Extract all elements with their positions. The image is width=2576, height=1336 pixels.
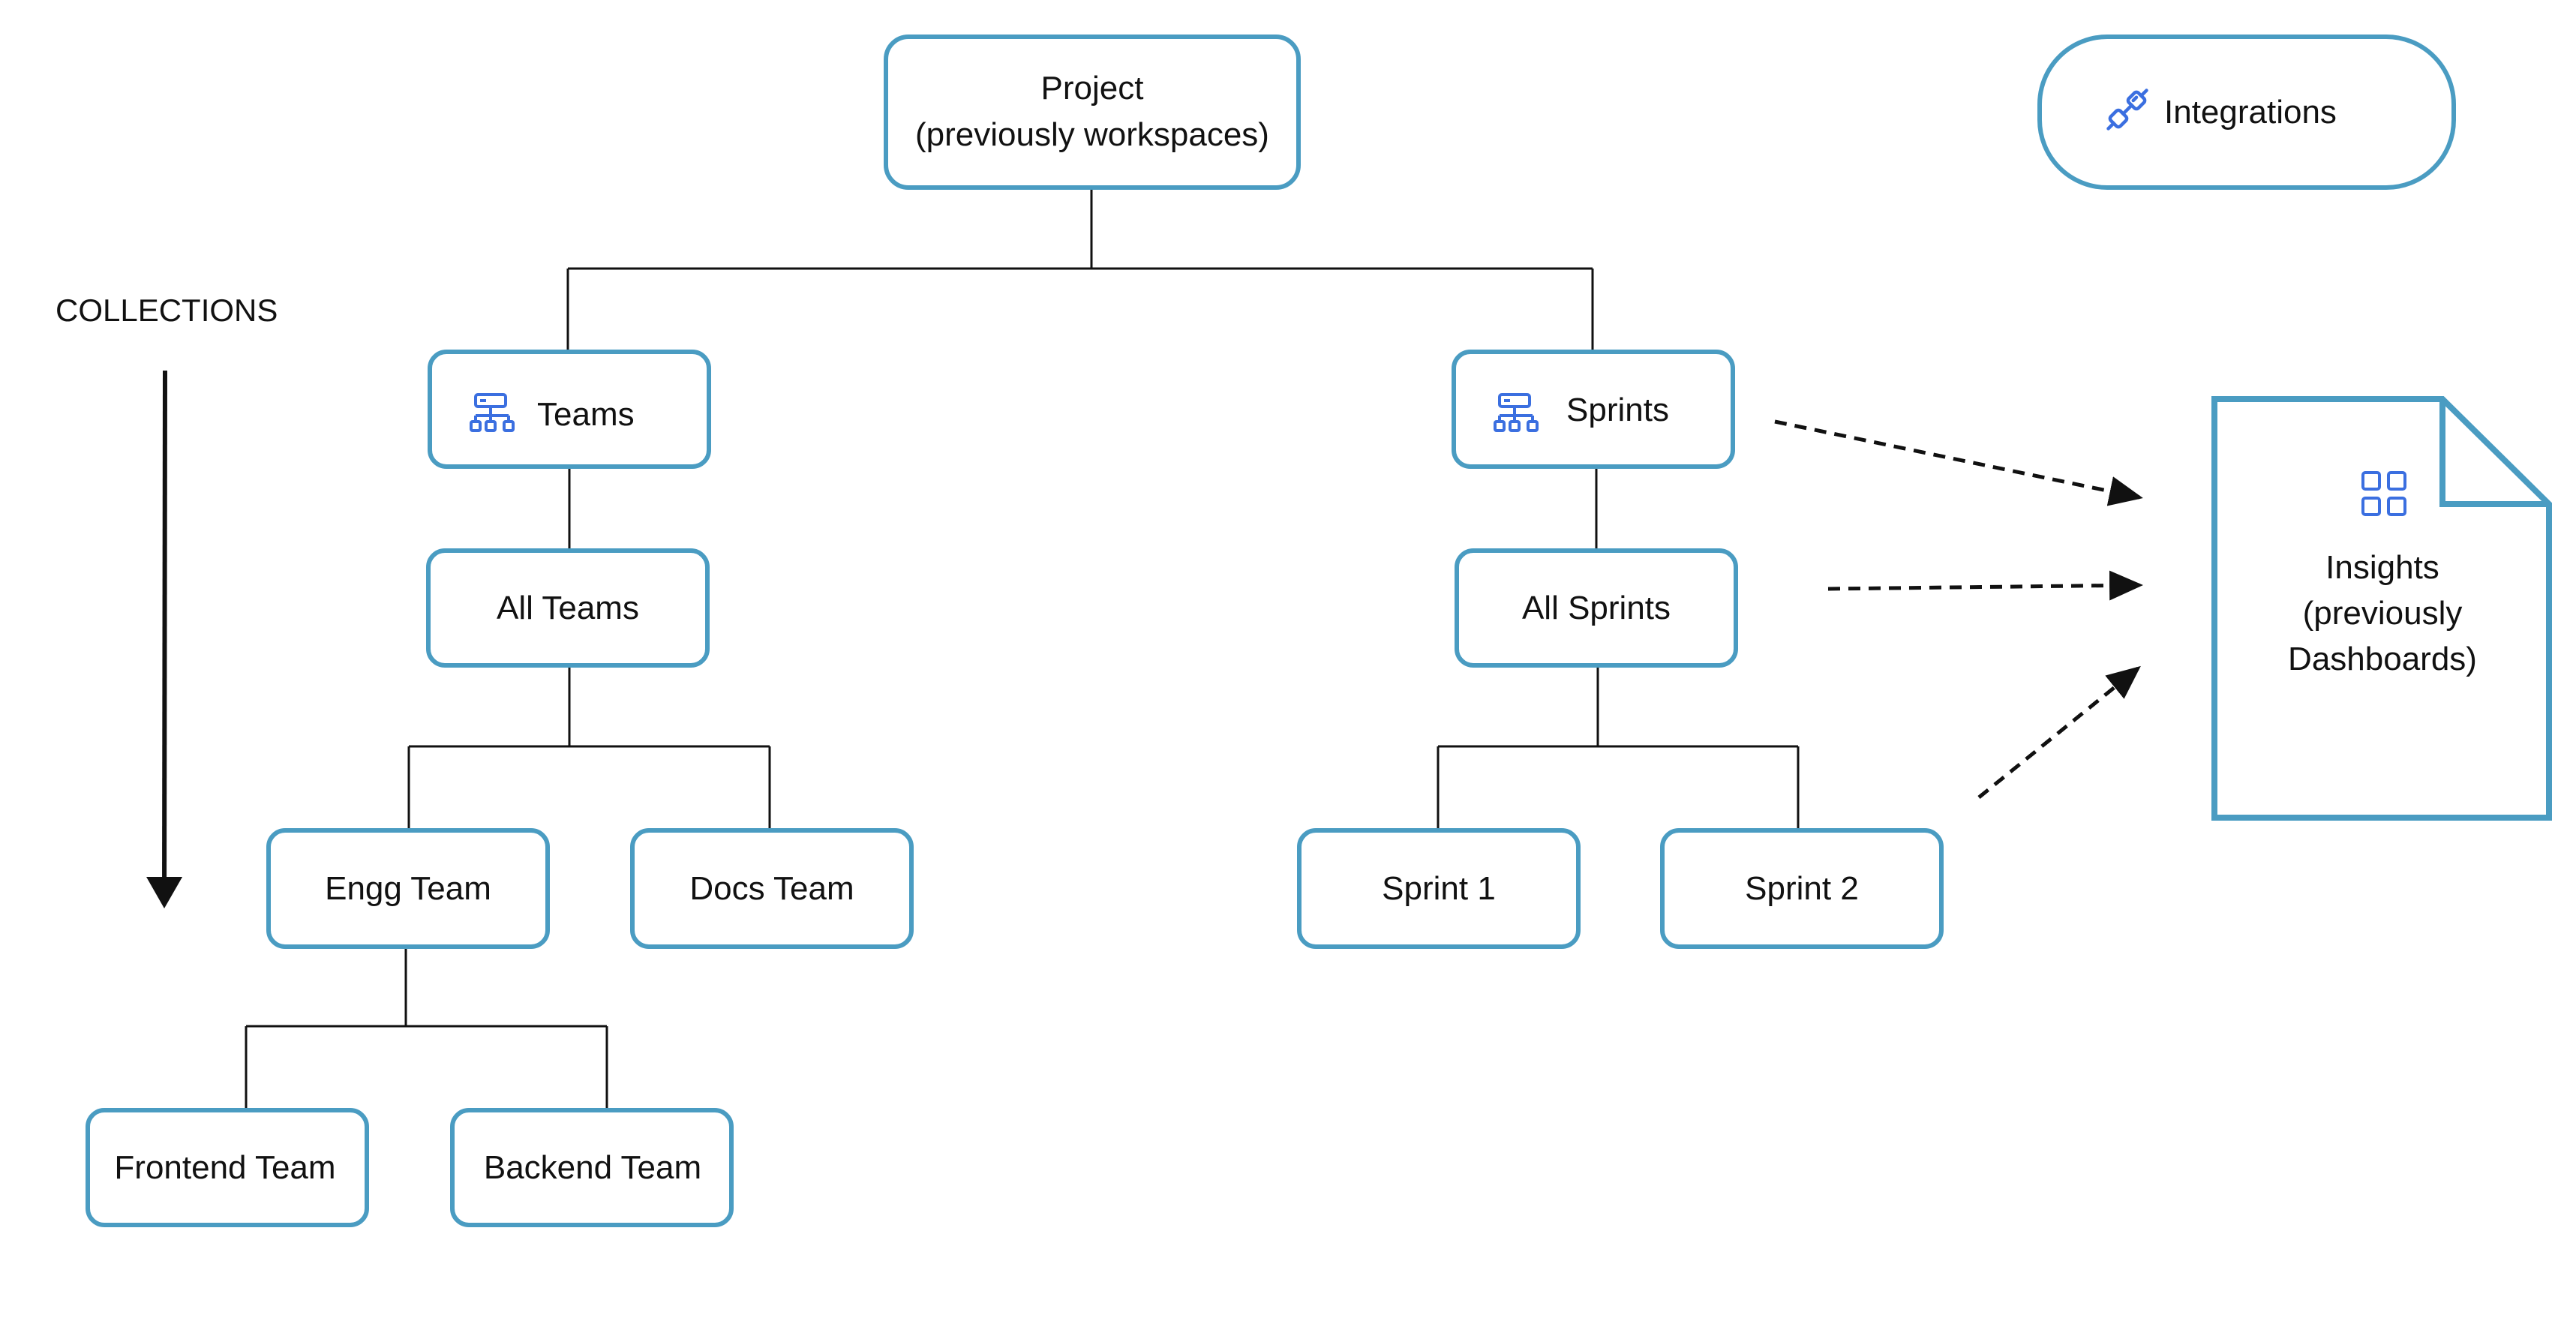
connector-project-branches — [566, 188, 1594, 353]
node-sprints[interactable]: Sprints — [1452, 350, 1735, 469]
node-integrations[interactable]: Integrations — [2037, 35, 2456, 190]
node-sprints-label: Sprints — [1566, 392, 1669, 428]
node-sprint-2-label: Sprint 2 — [1745, 870, 1859, 907]
node-sprint-2[interactable]: Sprint 2 — [1660, 828, 1944, 949]
node-backend-team[interactable]: Backend Team — [450, 1108, 734, 1227]
node-all-teams[interactable]: All Teams — [426, 548, 710, 668]
arrow-allsprints-to-insights — [1827, 570, 2143, 601]
node-all-sprints-label: All Sprints — [1522, 590, 1671, 626]
node-all-sprints[interactable]: All Sprints — [1455, 548, 1738, 668]
node-teams[interactable]: Teams — [428, 350, 711, 469]
collections-down-arrow — [146, 370, 183, 908]
connector-allteams-children — [407, 665, 771, 830]
node-integrations-label: Integrations — [2164, 94, 2337, 131]
plug-icon — [2106, 89, 2148, 131]
node-docs-team[interactable]: Docs Team — [630, 828, 914, 949]
node-engg-team-label: Engg Team — [325, 870, 491, 907]
node-engg-team[interactable]: Engg Team — [266, 828, 550, 949]
node-all-teams-label: All Teams — [497, 590, 639, 626]
node-frontend-team-label: Frontend Team — [114, 1149, 335, 1186]
node-insights-line-1: Insights — [2325, 549, 2439, 586]
connector-engg-children — [245, 947, 608, 1110]
node-sprint-1[interactable]: Sprint 1 — [1297, 828, 1581, 949]
node-frontend-team[interactable]: Frontend Team — [86, 1108, 369, 1227]
node-docs-team-label: Docs Team — [689, 870, 854, 907]
node-insights-line-2: (previously — [2303, 595, 2463, 632]
node-backend-team-label: Backend Team — [484, 1149, 701, 1186]
node-sprint-1-label: Sprint 1 — [1382, 870, 1496, 907]
insight-arrows — [1774, 419, 2143, 799]
node-teams-label: Teams — [537, 396, 635, 433]
node-insights[interactable]: Insights (previously Dashboards) — [2211, 396, 2552, 821]
node-project-line-1: Project — [1041, 70, 1144, 107]
grid-icon — [2361, 471, 2406, 516]
arrow-sprints-to-insights — [1774, 419, 2143, 506]
node-insights-line-3: Dashboards) — [2288, 641, 2477, 677]
hierarchy-icon — [470, 393, 515, 432]
node-project[interactable]: Project (previously workspaces) — [884, 35, 1301, 190]
hierarchy-icon — [1494, 393, 1539, 432]
connectors — [245, 188, 1800, 1110]
connector-allsprints-children — [1437, 665, 1800, 830]
collections-indicator: COLLECTIONS — [56, 293, 278, 908]
collections-label: COLLECTIONS — [56, 293, 278, 328]
arrow-sprint2-to-insights — [1977, 665, 2141, 799]
node-project-line-2: (previously workspaces) — [915, 116, 1269, 153]
